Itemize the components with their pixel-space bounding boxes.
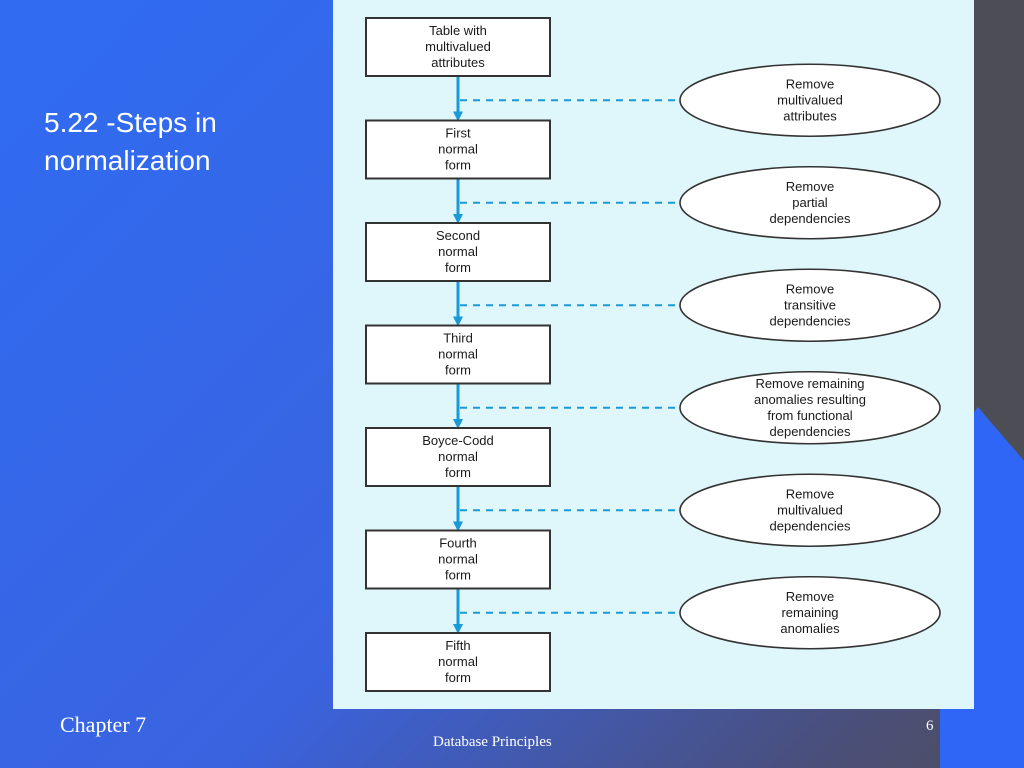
slide-title: 5.22 -Steps in normalization — [44, 104, 324, 180]
step-label-line-1: Remove — [786, 76, 834, 91]
step-label-line-2: remaining — [781, 605, 838, 620]
slide-title-line-2: normalization — [44, 145, 211, 176]
stage-box-frame — [365, 17, 551, 77]
stage-box-frame — [365, 324, 551, 385]
step-label-line-1: Remove — [786, 486, 834, 501]
step-label-line-2: partial — [792, 195, 828, 210]
flowchart-canvas: Table withmultivaluedattributesFirstnorm… — [365, 17, 941, 692]
stage-label-line-2: normal — [438, 552, 478, 567]
step-label-line-2: multivalued — [777, 502, 843, 517]
stage-box-frame — [365, 119, 551, 180]
stage-label-line-2: normal — [438, 449, 478, 464]
step-label-line-4: dependencies — [770, 424, 851, 439]
slide-title-line-1: 5.22 -Steps in — [44, 107, 217, 138]
step-ellipse-shape — [679, 63, 941, 138]
step-ellipse-shape — [679, 473, 941, 548]
step-label-line-1: Remove — [786, 589, 834, 604]
stage-box-frame — [365, 632, 551, 692]
step-ellipse-shape — [679, 165, 941, 240]
stage-label-line-1: Table with — [429, 23, 487, 38]
stage-box-frame — [365, 427, 551, 487]
stage-label-line-3: attributes — [431, 55, 485, 70]
stage-label-line-3: form — [445, 260, 471, 275]
stage-label-line-3: form — [445, 670, 471, 685]
footer-chapter: Chapter 7 — [60, 712, 147, 737]
footer-course-title: Database Principles — [433, 734, 552, 750]
step-label-line-1: Remove — [786, 179, 834, 194]
stage-label-line-1: First — [445, 126, 471, 141]
stage-box-frame — [365, 222, 551, 282]
stage-label-line-2: multivalued — [425, 39, 491, 54]
step-ellipse-shape — [679, 575, 941, 650]
step-label-line-3: anomalies — [780, 621, 840, 636]
stage-box-frame — [365, 529, 551, 590]
step-label-line-2: anomalies resulting — [754, 392, 866, 407]
step-label-line-3: dependencies — [770, 313, 851, 328]
step-label-line-3: attributes — [783, 108, 837, 123]
stage-label-line-2: normal — [438, 347, 478, 362]
step-ellipse-shape — [679, 268, 941, 343]
stage-label-line-1: Third — [443, 331, 473, 346]
stage-label-line-1: Second — [436, 228, 480, 243]
stage-label-line-2: normal — [438, 654, 478, 669]
stage-label-line-1: Fourth — [439, 536, 477, 551]
step-label-line-3: dependencies — [770, 211, 851, 226]
page-number: 6 — [926, 718, 934, 734]
step-label-line-3: from functional — [767, 408, 852, 423]
stage-label-line-3: form — [445, 363, 471, 378]
step-label-line-3: dependencies — [770, 518, 851, 533]
step-label-line-1: Remove — [786, 281, 834, 296]
stage-label-line-1: Fifth — [445, 638, 470, 653]
stage-label-line-2: normal — [438, 142, 478, 157]
stage-label-line-3: form — [445, 568, 471, 583]
step-ellipse-shape — [679, 370, 941, 445]
step-label-line-2: transitive — [784, 297, 836, 312]
step-label-line-2: multivalued — [777, 92, 843, 107]
stage-label-line-3: form — [445, 158, 471, 173]
stage-label-line-2: normal — [438, 244, 478, 259]
stage-label-line-1: Boyce-Codd — [422, 433, 494, 448]
step-label-line-1: Remove remaining — [755, 376, 864, 391]
stage-label-line-3: form — [445, 465, 471, 480]
